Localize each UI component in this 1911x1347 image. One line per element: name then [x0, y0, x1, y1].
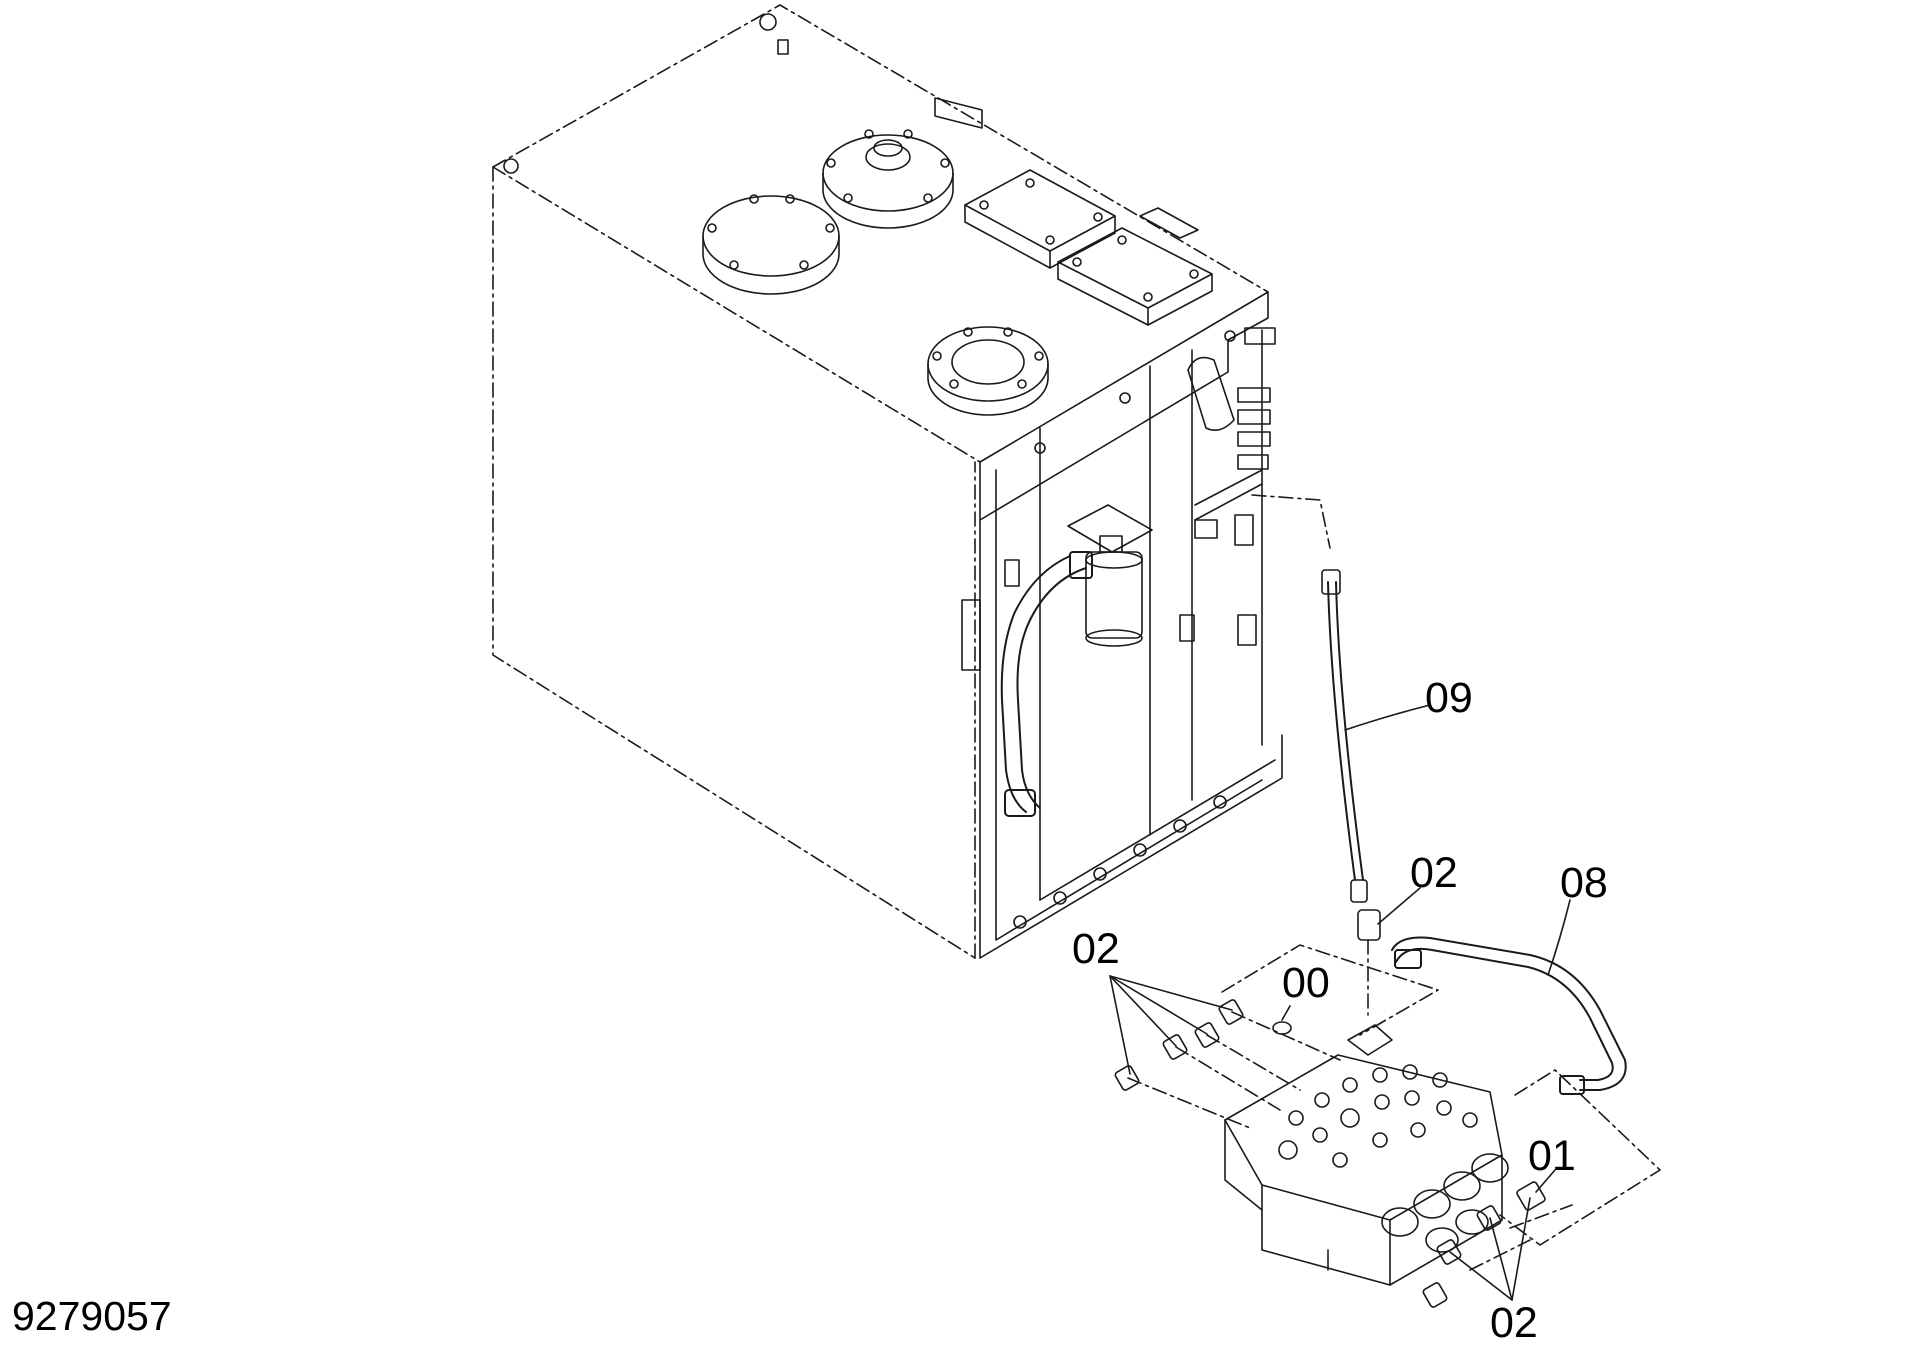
control-valve: [1224, 1024, 1509, 1286]
callout-08: 08: [1560, 859, 1608, 907]
filter-hose: [1000, 551, 1093, 817]
fitting-01: [1516, 1169, 1556, 1211]
access-cover-2: [1057, 207, 1213, 326]
callout-00: 00: [1282, 959, 1330, 1007]
elbow-fitting-02: [1357, 909, 1381, 1016]
hose-09-phantom: [1251, 494, 1331, 549]
tank-side-frame: [961, 291, 1283, 959]
access-cover-1: [964, 169, 1116, 269]
drawing-number: 9279057: [12, 1293, 172, 1339]
callout-01: 01: [1528, 1132, 1576, 1180]
tank-top-details: [503, 13, 983, 174]
plug-00: [1272, 1005, 1292, 1035]
fittings-02-left: [1114, 999, 1244, 1091]
callout-09: 09: [1425, 674, 1473, 722]
line-filter: [1067, 504, 1153, 647]
hose-08: [1391, 936, 1627, 1095]
callout-02-bottom: 02: [1490, 1299, 1538, 1347]
hose-09: [1321, 569, 1368, 903]
filler-cover: [822, 129, 954, 229]
leader-02-left: [1109, 975, 1233, 1075]
callout-02-hose: 02: [1410, 849, 1458, 897]
callout-02-left: 02: [1072, 925, 1120, 973]
return-filter-cover: [927, 326, 1049, 416]
hydraulic-tank: [492, 4, 1269, 959]
suction-cover: [702, 194, 840, 295]
fitting-phantom-lines: [1127, 944, 1661, 1246]
leader-02-bottom: [1449, 1197, 1531, 1301]
fittings-02-bottom: [1422, 1204, 1573, 1308]
leader-lines: [1344, 704, 1571, 976]
